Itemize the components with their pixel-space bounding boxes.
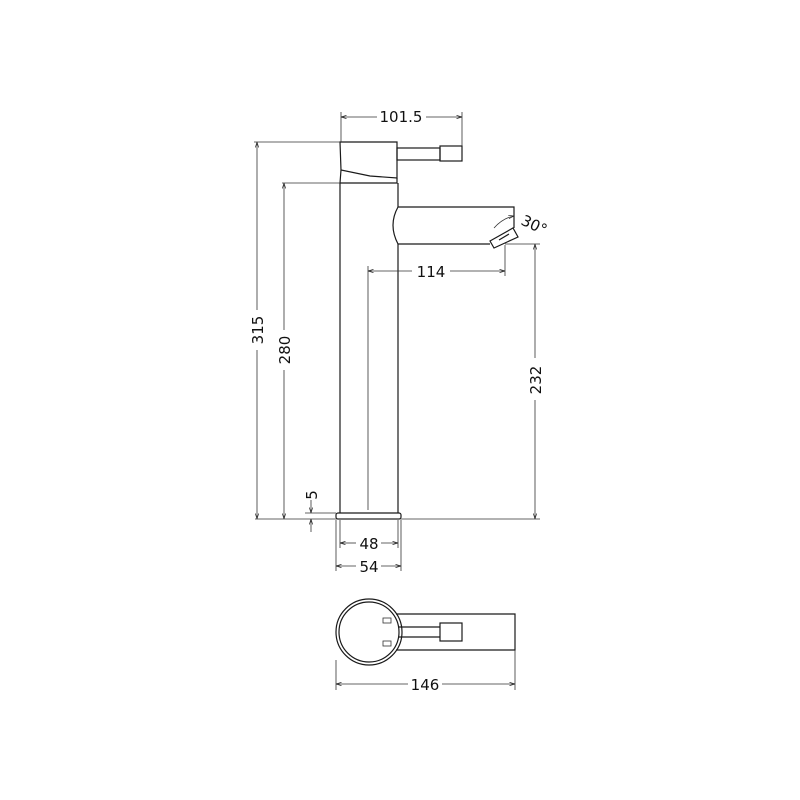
dim-label-5: 5 [303,490,321,500]
dim-handle-reach: 101.5 [340,108,463,146]
plan-view [335,598,516,666]
dim-base-diameter: 54 [335,520,402,576]
dim-label-146: 146 [411,676,440,694]
side-view [335,141,519,520]
handle-head [339,141,398,179]
dim-label-315: 315 [249,316,267,345]
dim-aerator-angle: 30° [493,211,550,239]
dim-label-280: 280 [276,336,294,365]
dim-spout-height: 232 [505,243,545,519]
dim-base-plate: 5 [303,490,336,532]
dim-label-232: 232 [527,366,545,395]
dim-label-48: 48 [359,535,378,553]
dim-label-101-5: 101.5 [380,108,423,126]
dim-spout-reach: 114 [368,245,506,281]
aerator [489,227,519,249]
base-plate [335,512,402,520]
spout [392,206,515,245]
lever-knob [439,145,463,162]
dim-label-114: 114 [417,263,446,281]
dim-label-30-deg: 30° [518,211,550,239]
dim-overall-length: 146 [335,650,516,694]
dim-body-height: 280 [276,182,340,519]
lever-rod [396,147,441,161]
dim-body-diameter: 48 [339,520,399,553]
dim-overall-height: 315 [249,141,340,519]
dim-label-54: 54 [359,558,378,576]
handle-collar [339,169,398,184]
tap-body [339,183,399,513]
